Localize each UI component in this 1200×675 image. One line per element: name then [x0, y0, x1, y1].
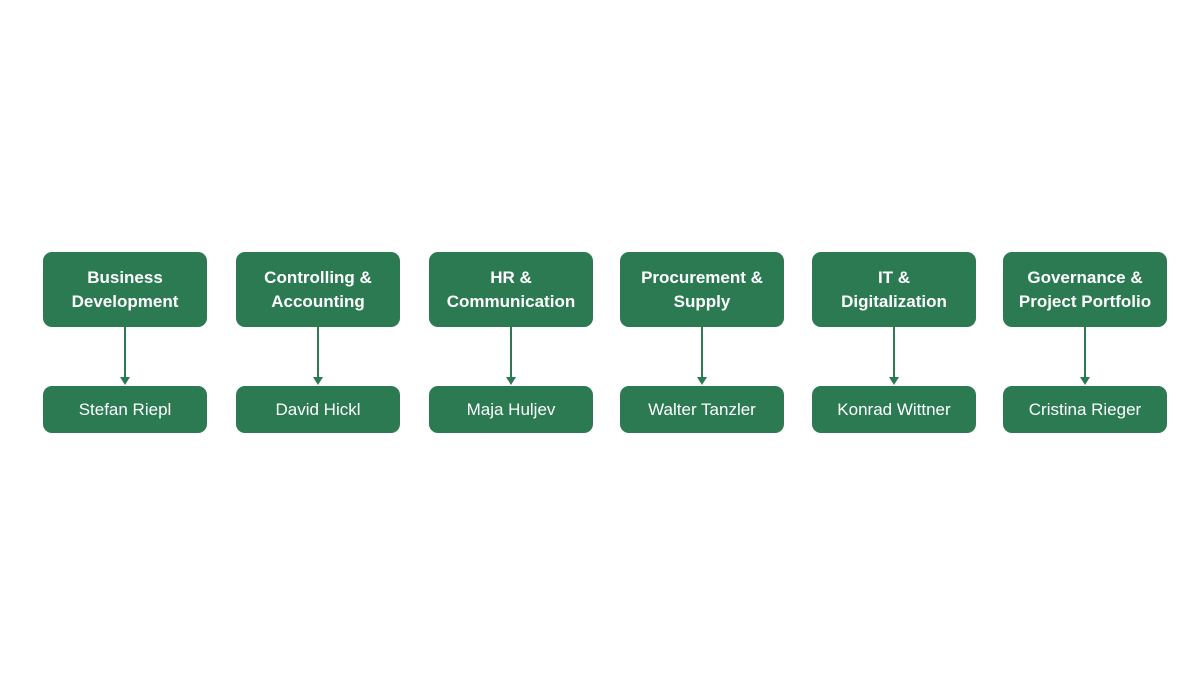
arrow-down-icon	[506, 377, 516, 385]
arrow-down-icon	[120, 377, 130, 385]
department-column-governance-project-portfolio: Governance & Project Portfolio Cristina …	[1003, 252, 1167, 433]
department-column-it-digitalization: IT & Digitalization Konrad Wittner	[812, 252, 976, 433]
department-head-name: Cristina Rieger	[1028, 399, 1142, 419]
connector-line	[317, 327, 319, 380]
department-label: Controlling & Accounting	[264, 267, 372, 311]
department-head-name: Stefan Riepl	[78, 399, 172, 419]
department-label: Procurement & Supply	[641, 267, 763, 311]
department-box: Business Development	[43, 252, 207, 327]
department-label: Governance & Project Portfolio	[1018, 267, 1152, 311]
department-head-name: Konrad Wittner	[837, 399, 951, 419]
department-label: IT & Digitalization	[841, 267, 947, 311]
department-head-name: Walter Tanzler	[648, 399, 756, 419]
department-column-business-development: Business Development Stefan Riepl	[43, 252, 207, 433]
department-box: Governance & Project Portfolio	[1003, 252, 1167, 327]
department-box: IT & Digitalization	[812, 252, 976, 327]
department-head-box: Maja Huljev	[429, 386, 593, 433]
department-label: HR & Communication	[446, 267, 576, 311]
department-head-box: Konrad Wittner	[812, 386, 976, 433]
department-column-hr-communication: HR & Communication Maja Huljev	[429, 252, 593, 433]
connector-line	[893, 327, 895, 380]
connector-line	[510, 327, 512, 380]
connector-line	[1084, 327, 1086, 380]
connector-line	[124, 327, 126, 380]
department-head-name: Maja Huljev	[466, 399, 556, 419]
department-label: Business Development	[71, 267, 179, 311]
department-box: HR & Communication	[429, 252, 593, 327]
department-column-controlling-accounting: Controlling & Accounting David Hickl	[236, 252, 400, 433]
department-box: Procurement & Supply	[620, 252, 784, 327]
department-head-name: David Hickl	[275, 399, 361, 419]
department-column-procurement-supply: Procurement & Supply Walter Tanzler	[620, 252, 784, 433]
arrow-down-icon	[313, 377, 323, 385]
arrow-down-icon	[889, 377, 899, 385]
arrow-down-icon	[1080, 377, 1090, 385]
department-box: Controlling & Accounting	[236, 252, 400, 327]
department-head-box: Walter Tanzler	[620, 386, 784, 433]
arrow-down-icon	[697, 377, 707, 385]
connector-line	[701, 327, 703, 380]
department-head-box: Stefan Riepl	[43, 386, 207, 433]
department-head-box: David Hickl	[236, 386, 400, 433]
department-head-box: Cristina Rieger	[1003, 386, 1167, 433]
